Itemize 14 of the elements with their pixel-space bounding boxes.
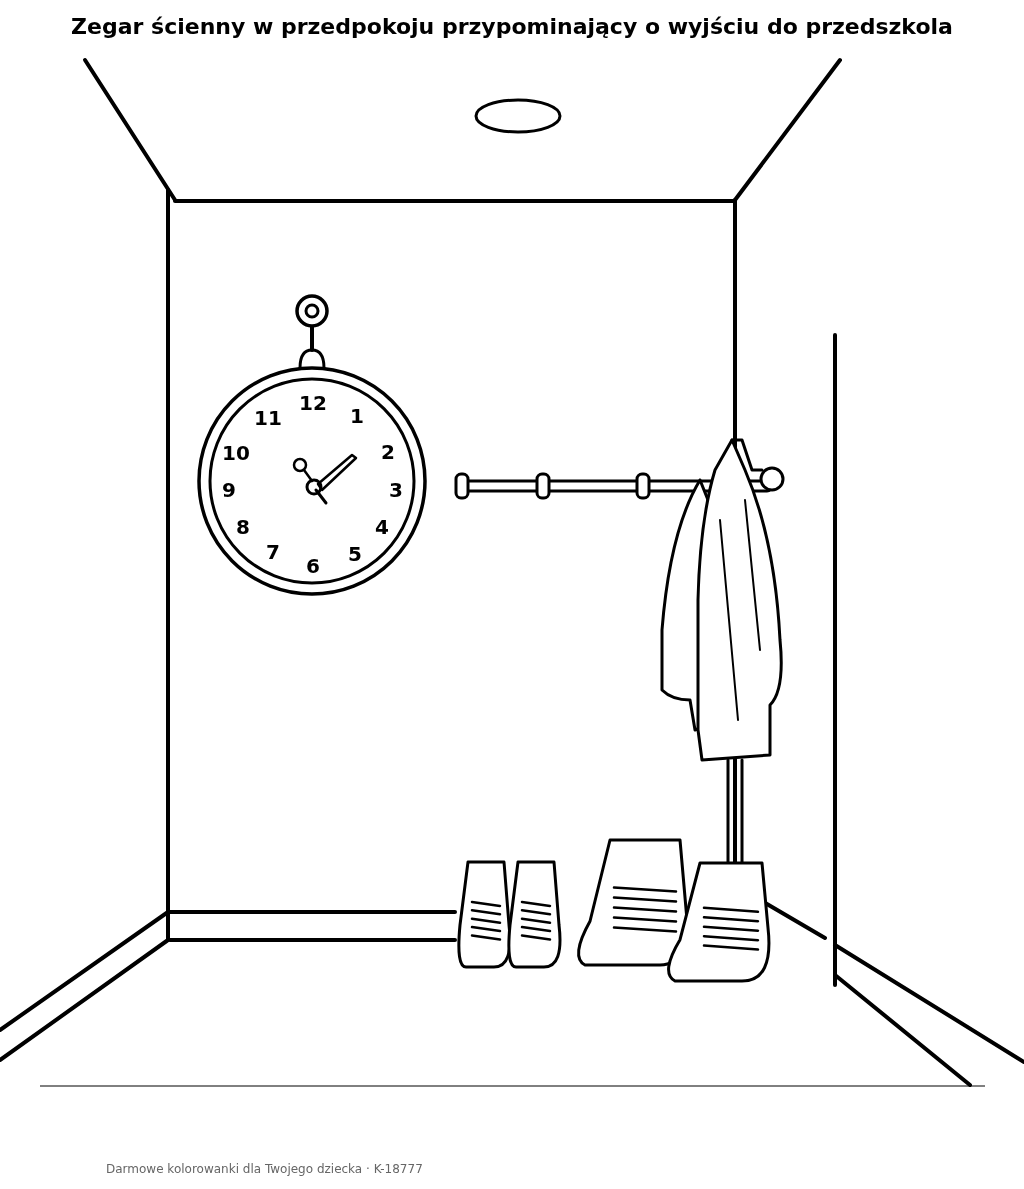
footer-note: Darmowe kolorowanki dla Twojego dziecka · K-18777 [106, 1162, 423, 1176]
clock-number: 9 [222, 480, 236, 500]
clock-number: 5 [348, 544, 362, 564]
clock-number: 6 [306, 556, 320, 576]
clock-number: 12 [299, 393, 327, 413]
clock-number: 11 [254, 408, 282, 428]
clock-number: 3 [389, 480, 403, 500]
clock-number: 4 [375, 517, 389, 537]
page-title: Zegar ścienny w przedpokoju przypominający o wyjściu do przedszkola [70, 14, 954, 39]
clock-number: 1 [350, 406, 364, 426]
clock-number: 10 [222, 443, 250, 463]
clock-number: 8 [236, 517, 250, 537]
clock-number: 7 [266, 542, 280, 562]
clock-number: 2 [381, 442, 395, 462]
